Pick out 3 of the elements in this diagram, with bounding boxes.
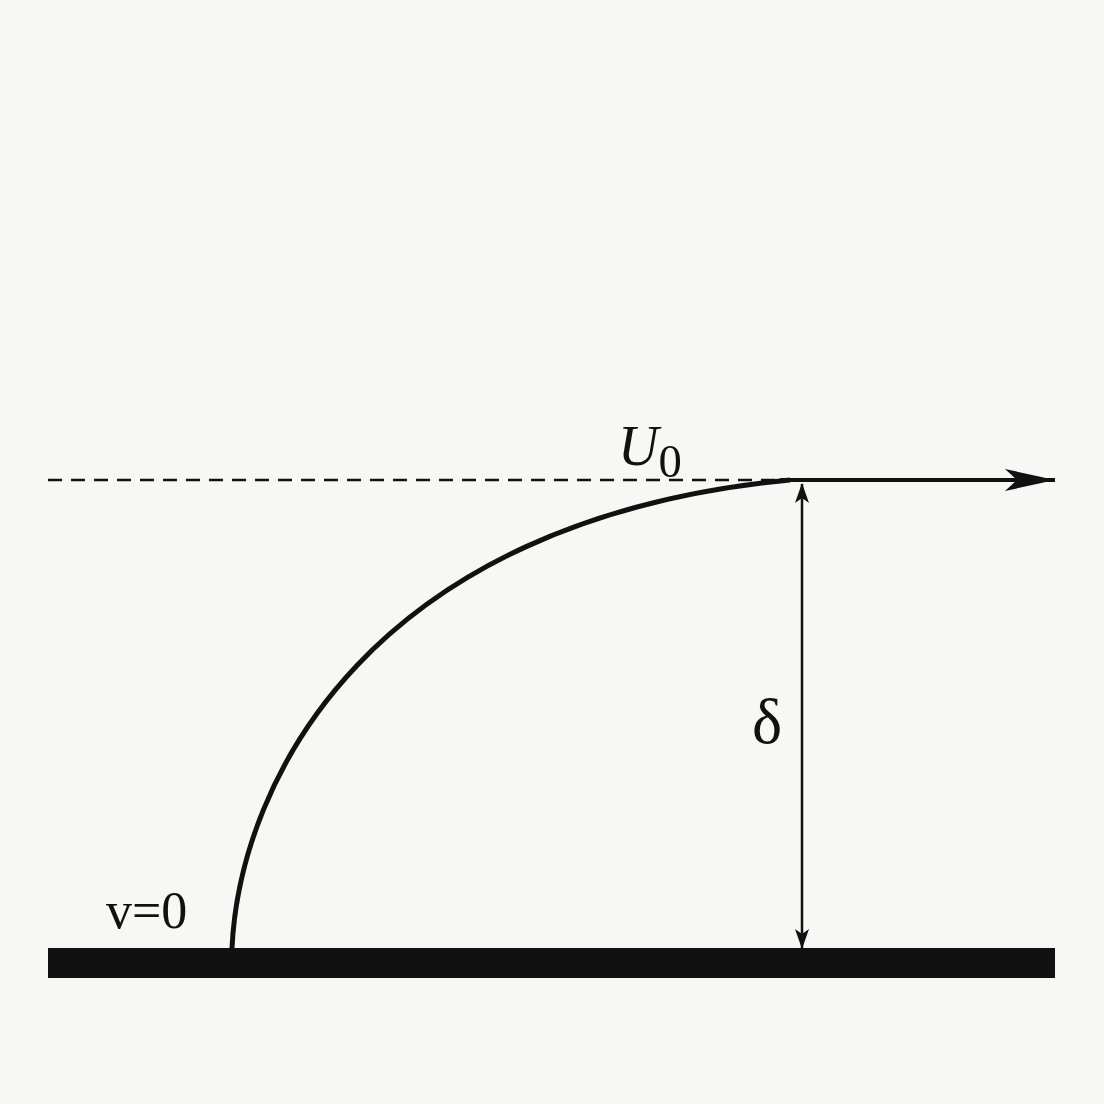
symbol-label: v=0: [106, 885, 188, 937]
symbol-label: U$_{0}$: [618, 418, 682, 485]
symbol-label: δ: [752, 690, 783, 754]
